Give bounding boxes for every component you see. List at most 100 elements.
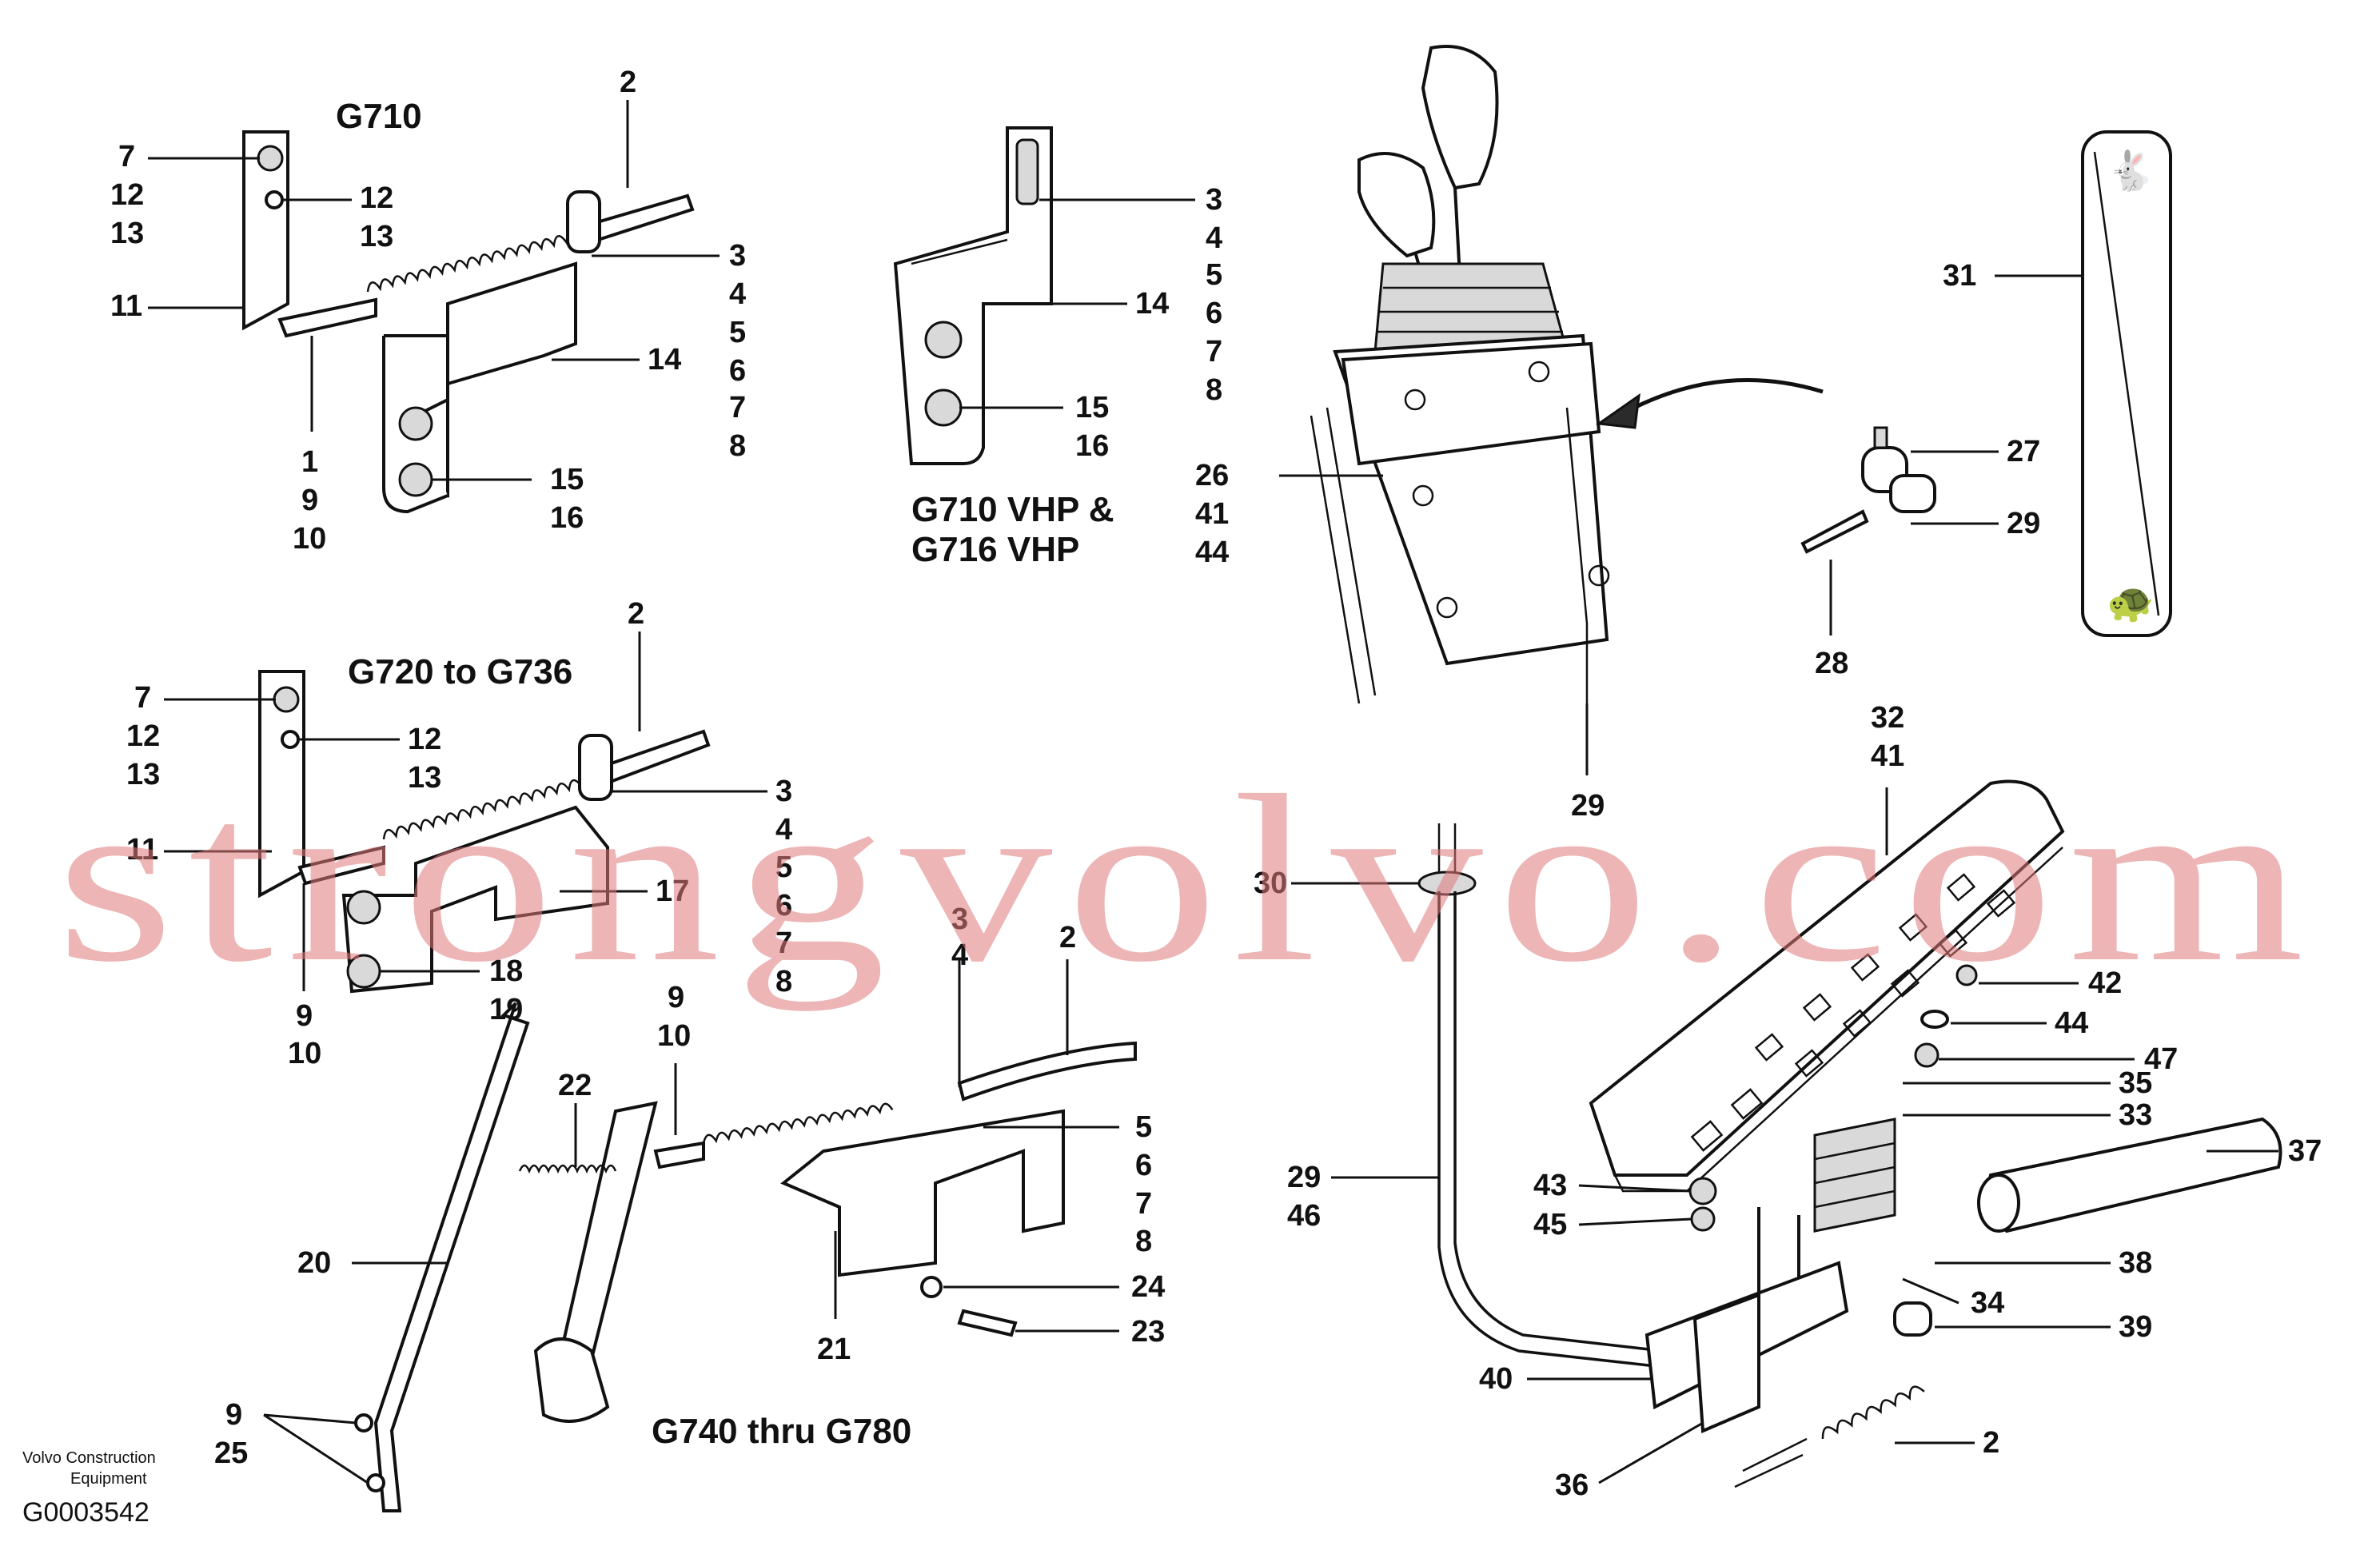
cable-29-f	[1437, 891, 1664, 1369]
leader-e9b-1	[263, 1413, 357, 1425]
bolt-e1	[354, 1413, 373, 1432]
bracket-vhp-edge	[911, 238, 1008, 265]
cable-29	[1565, 407, 1589, 719]
callout-e6: 6	[1135, 1149, 1152, 1182]
callout-c29r: 29	[2007, 507, 2040, 540]
callout-e3: 3	[951, 903, 968, 936]
callout-f42: 42	[2088, 966, 2122, 1000]
cable-end	[589, 193, 695, 242]
callout-d13r: 13	[408, 761, 441, 795]
lever-22	[557, 1101, 658, 1361]
bracket-vhp	[893, 126, 1053, 465]
leader-e9b-2	[263, 1413, 369, 1484]
title-g720: G720 to G736	[348, 652, 572, 691]
callout-d5: 5	[775, 851, 792, 884]
callout-f2: 2	[1983, 1426, 1999, 1460]
callout-d13: 13	[126, 758, 160, 791]
screw-4	[1436, 596, 1458, 619]
callout-f32: 32	[1871, 701, 1904, 735]
rod	[277, 297, 377, 338]
pedal-tread	[1690, 873, 2016, 1152]
callout-f47: 47	[2144, 1042, 2178, 1076]
console-frame	[1310, 407, 1377, 704]
callout-f46: 46	[1287, 1199, 1321, 1233]
callout-d7: 7	[134, 681, 151, 715]
callout-a11: 11	[110, 289, 142, 323]
callout-f30: 30	[1254, 867, 1287, 900]
callout-e21: 21	[817, 1333, 851, 1366]
cable-top	[1437, 823, 1457, 879]
callout-a1: 1	[301, 445, 318, 479]
lever-knob-2	[1357, 152, 1436, 258]
spring-cable-e	[702, 1102, 894, 1144]
callout-c31: 31	[1943, 259, 1976, 293]
callout-a13r: 13	[360, 220, 393, 253]
rod-d	[297, 845, 385, 886]
callout-e10: 10	[657, 1019, 691, 1053]
callout-e5: 5	[1135, 1110, 1152, 1144]
callout-c41: 41	[1195, 497, 1229, 531]
callout-e2: 2	[1059, 921, 1076, 954]
title-g740: G740 thru G780	[652, 1412, 911, 1451]
cable-end-e	[653, 1141, 705, 1169]
callout-d9: 9	[296, 999, 313, 1033]
callout-b16: 16	[1075, 429, 1109, 463]
pedal-edge	[1613, 847, 2063, 1193]
callout-f33: 33	[2119, 1098, 2152, 1132]
callout-b5: 5	[1206, 258, 1222, 292]
callout-a9: 9	[301, 484, 318, 517]
callout-c27: 27	[2007, 435, 2040, 468]
bolt-23	[957, 1309, 1018, 1337]
tread-cell	[1802, 993, 1832, 1022]
assembly-pedal: 32 41 30 42 44 47 35 33 37 29 46 43 45 3…	[1254, 701, 2322, 1502]
tread-cell	[1690, 1120, 1724, 1152]
callout-e8: 8	[1135, 1225, 1152, 1258]
bolt-lower-d1	[346, 890, 381, 925]
nut-24	[920, 1276, 943, 1298]
tread-cell	[1890, 969, 1920, 998]
callout-b6: 6	[1206, 297, 1222, 330]
callout-a12r: 12	[360, 181, 393, 215]
pedal-body-ribs	[1814, 1142, 1896, 1209]
callout-d2: 2	[628, 597, 644, 631]
bolt-top	[257, 145, 284, 172]
callout-a3: 3	[729, 239, 746, 273]
bolt-mid	[265, 190, 284, 209]
washer-44	[1920, 1010, 1949, 1029]
callout-e4: 4	[951, 938, 968, 972]
callout-a15: 15	[550, 463, 584, 496]
nut-43	[1688, 1177, 1717, 1205]
spring-f	[1821, 1385, 1925, 1440]
cable-2-f	[1734, 1437, 1808, 1488]
bolt-lower-1	[398, 406, 433, 441]
callout-a16: 16	[550, 501, 584, 535]
decal-31: 🐇 🐢 31	[1943, 130, 2172, 637]
decal-diagonal	[2093, 151, 2160, 616]
title-g710: G710	[336, 97, 422, 136]
screw-5	[1588, 564, 1610, 587]
callout-f29: 29	[1287, 1161, 1321, 1194]
callout-a7: 7	[118, 140, 135, 173]
nut-45	[1690, 1206, 1716, 1232]
callout-c26: 26	[1195, 459, 1229, 492]
bolt-vhp-1	[924, 321, 963, 359]
clamp	[566, 190, 601, 253]
spring	[366, 225, 604, 293]
callout-d17: 17	[656, 875, 689, 908]
callout-d12r: 12	[408, 723, 441, 756]
callout-a4: 4	[729, 277, 746, 311]
leader-f43	[1578, 1184, 1692, 1193]
assembly-g710: G710 7 12 13 12 13 11 2 3 4	[110, 66, 746, 556]
callout-a13: 13	[110, 217, 144, 250]
clamp-d	[578, 734, 613, 801]
callout-b8: 8	[1206, 373, 1222, 407]
callout-f41: 41	[1871, 739, 1904, 773]
spring-e	[518, 1164, 617, 1174]
callout-f44: 44	[2055, 1006, 2088, 1040]
bolt-mid-d	[281, 730, 300, 749]
rabbit-icon: 🐇	[2107, 149, 2155, 193]
callout-b3: 3	[1206, 183, 1222, 217]
callout-d6: 6	[775, 889, 792, 922]
callout-a8: 8	[729, 429, 746, 463]
footer: Volvo Construction Equipment G0003542	[22, 1449, 156, 1528]
